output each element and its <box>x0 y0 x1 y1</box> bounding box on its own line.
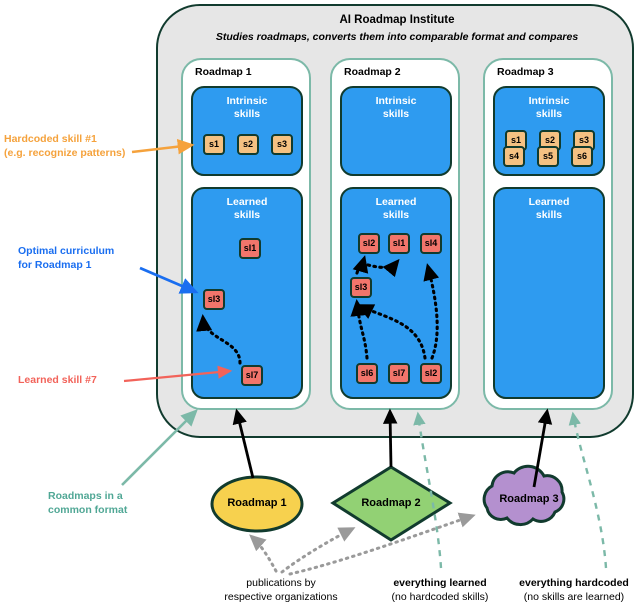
skill-chip-sl7-bottom: sl7 <box>388 363 410 384</box>
skill-chip-s4: s4 <box>503 146 525 167</box>
intrinsic-label-line2: skills <box>233 107 261 120</box>
bottom-note-publications: publications by respective organizations <box>196 576 366 604</box>
annotation-common-format-line2: common format <box>48 503 128 516</box>
curriculum-arrow-c2-sl6-sl3 <box>350 298 369 360</box>
learned-label-line1: Learned <box>528 196 570 208</box>
roadmap-column-3: Roadmap 3 Intrinsic skills s1 s2 s3 s4 s… <box>483 58 613 410</box>
source-label-roadmap-3: Roadmap 3 <box>499 493 559 505</box>
everything-learned-dashed-arrow <box>413 411 443 569</box>
learned-skills-label-2: Learned skills <box>342 196 450 221</box>
bottom-note-everything-learned: everything learned (no hardcoded skills) <box>360 576 520 604</box>
everything-hardcoded-dashed-arrow <box>568 411 608 569</box>
bottom-note-hardcoded-line2: (no skills are learned) <box>523 591 625 603</box>
roadmap-column-2-title: Roadmap 2 <box>344 66 401 78</box>
skill-chip-s1: s1 <box>505 130 527 151</box>
skill-chip-s5: s5 <box>537 146 559 167</box>
skill-chip-sl3-mid: sl3 <box>350 277 372 298</box>
curriculum-arrow-c2-sl2-sl3 <box>356 304 427 360</box>
learned-label-line2: skills <box>233 208 261 221</box>
intrinsic-skills-box-1: Intrinsic skills s1 s2 s3 <box>191 86 303 176</box>
skill-chip-s1: s1 <box>203 134 225 155</box>
curriculum-arrow-c2-sl2-sl1 <box>366 258 400 278</box>
source-label-roadmap-2: Roadmap 2 <box>361 497 421 509</box>
bottom-note-learned-line2: (no hardcoded skills) <box>391 591 489 603</box>
learned-skills-label-3: Learned skills <box>495 196 603 221</box>
intrinsic-label-line2: skills <box>382 107 410 120</box>
source-shape-roadmap-1[interactable] <box>210 475 304 533</box>
intrinsic-label-line1: Intrinsic <box>375 95 417 107</box>
annotation-common-format: Roadmaps in a common format <box>48 490 168 517</box>
skill-chip-sl2-top: sl2 <box>358 233 380 254</box>
curriculum-arrow-c1-sl7-sl3 <box>196 313 242 365</box>
learned-label-line1: Learned <box>375 196 417 208</box>
source-label-roadmap-1: Roadmap 1 <box>227 497 287 509</box>
intrinsic-skills-label-3: Intrinsic skills <box>495 95 603 120</box>
intrinsic-skills-box-2: Intrinsic skills <box>340 86 452 176</box>
roadmap-column-3-title: Roadmap 3 <box>497 66 554 78</box>
hardcoded-skill-arrow <box>131 138 195 155</box>
skill-chip-sl4-top: sl4 <box>420 233 442 254</box>
bottom-note-hardcoded-line1: everything hardcoded <box>519 577 629 589</box>
intrinsic-label-line1: Intrinsic <box>528 95 570 107</box>
intrinsic-skills-label-1: Intrinsic skills <box>193 95 301 120</box>
bottom-note-publications-line2: respective organizations <box>224 591 338 603</box>
annotation-hardcoded-skill: Hardcoded skill #1 (e.g. recognize patte… <box>4 133 136 160</box>
skill-chip-sl1: sl1 <box>239 238 261 259</box>
annotation-hardcoded-line2: (e.g. recognize patterns) <box>4 146 126 159</box>
curriculum-arrow-c2-sl2-sl4 <box>423 263 440 360</box>
annotation-common-format-line1: Roadmaps in a <box>48 490 123 502</box>
skill-chip-s6: s6 <box>571 146 593 167</box>
institute-title: AI Roadmap Institute <box>339 14 455 26</box>
learned-label-line2: skills <box>535 208 563 221</box>
bottom-note-learned-line1: everything learned <box>393 577 487 589</box>
curriculum-arrow-c2-sl3-sl2 <box>352 255 369 275</box>
annotation-optimal-curriculum: Optimal curriculum for Roadmap 1 <box>18 245 148 272</box>
annotation-curriculum-line1: Optimal curriculum <box>18 245 115 257</box>
institute-subtitle: Studies roadmaps, converts them into com… <box>215 31 579 43</box>
intrinsic-label-line1: Intrinsic <box>226 95 268 107</box>
annotation-curriculum-line2: for Roadmap 1 <box>18 258 92 271</box>
skill-chip-sl3: sl3 <box>203 289 225 310</box>
learned-skills-label-1: Learned skills <box>193 196 301 221</box>
roadmap-column-1: Roadmap 1 Intrinsic skills s1 s2 s3 Lear… <box>181 58 311 410</box>
common-format-arrow <box>121 409 198 486</box>
roadmap-column-1-title: Roadmap 1 <box>195 66 252 78</box>
intrinsic-skills-label-2: Intrinsic skills <box>342 95 450 120</box>
skill-chip-sl1-top: sl1 <box>388 233 410 254</box>
learned-skill-7-arrow <box>123 365 233 383</box>
skill-chip-sl2-bottom: sl2 <box>420 363 442 384</box>
optimal-curriculum-arrow <box>139 266 199 294</box>
roadmap-1-to-institute-arrow <box>232 408 255 479</box>
skill-chip-s2: s2 <box>237 134 259 155</box>
skill-chip-sl7: sl7 <box>241 365 263 386</box>
roadmap-2-to-institute-arrow <box>382 408 398 468</box>
skill-chip-sl6-bottom: sl6 <box>356 363 378 384</box>
intrinsic-label-line2: skills <box>535 107 563 120</box>
skill-chip-s3: s3 <box>271 134 293 155</box>
learned-label-line2: skills <box>382 208 410 221</box>
learned-label-line1: Learned <box>226 196 268 208</box>
learned-skills-box-1: Learned skills sl1 sl3 sl7 <box>191 187 303 399</box>
intrinsic-skills-box-3: Intrinsic skills s1 s2 s3 s4 s5 s6 <box>493 86 605 176</box>
annotation-hardcoded-line1: Hardcoded skill #1 <box>4 133 97 145</box>
roadmap-3-to-institute-arrow <box>532 408 553 488</box>
learned-skills-box-3: Learned skills <box>493 187 605 399</box>
bottom-note-everything-hardcoded: everything hardcoded (no skills are lear… <box>508 576 640 604</box>
roadmap-column-2: Roadmap 2 Intrinsic skills Learned skill… <box>330 58 460 410</box>
publications-to-roadmap-2-arrow <box>280 527 356 574</box>
annotation-learned-skill-7: Learned skill #7 <box>18 374 97 386</box>
skill-chip-s3: s3 <box>573 130 595 151</box>
publications-to-roadmap-1-arrow <box>249 534 278 573</box>
bottom-note-publications-line1: publications by <box>246 577 316 589</box>
source-shape-roadmap-3[interactable] <box>482 464 566 527</box>
